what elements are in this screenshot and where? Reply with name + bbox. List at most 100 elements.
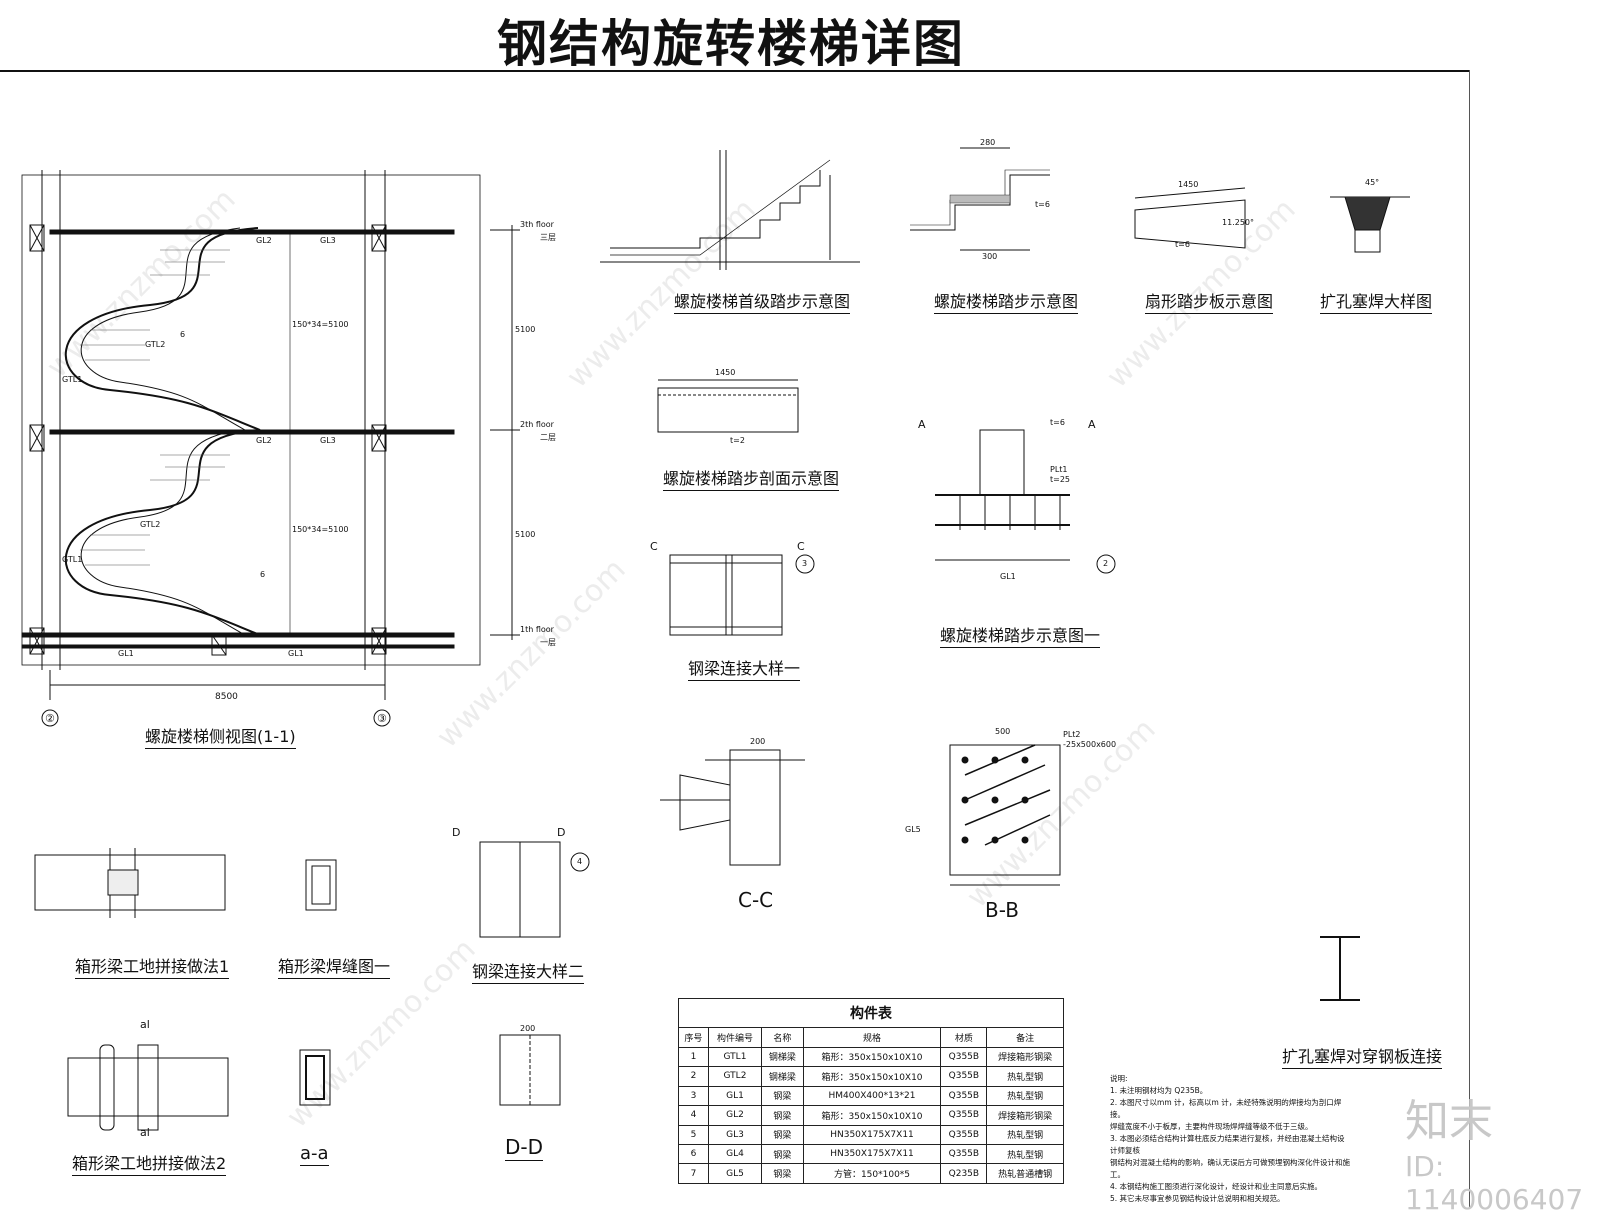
note-line: 4. 本钢结构施工图须进行深化设计，经设计和业主同意后实施。	[1110, 1182, 1323, 1191]
header-cell: 规格	[802, 1027, 942, 1048]
weld-angle: 45°	[1365, 178, 1380, 187]
table-cell: GL5	[707, 1163, 763, 1184]
table-cell: 1	[678, 1046, 709, 1068]
general-notes: 说明: 1. 未注明钢材均为 Q235B。 2. 本图尺寸以mm 计，标高以m …	[1110, 1073, 1350, 1205]
fan-angle-dim: 11.250°	[1222, 218, 1254, 227]
weld-size-label: 6	[180, 330, 186, 339]
table-cell: 热轧型钢	[986, 1085, 1064, 1107]
floor-cn-1: 一层	[540, 638, 556, 647]
detail-circle-4: 4	[577, 857, 583, 866]
note-line: 钢结构对混凝土结构的影响，确认无误后方可做预埋钢构深化件设计和施工。	[1110, 1158, 1350, 1179]
caption-step: 螺旋楼梯踏步示意图	[934, 288, 1079, 314]
beam-label-gl3: GL3	[320, 436, 336, 445]
bb-beam-label: GL5	[905, 825, 921, 834]
floor-cn-2: 二层	[540, 433, 556, 442]
table-cell: 钢梁	[761, 1085, 804, 1107]
table-cell: 焊接箱形钢梁	[986, 1046, 1064, 1068]
section-mark-c: C	[650, 540, 658, 553]
table-cell: Q355B	[940, 1066, 988, 1087]
floor-label-1: 1th floor	[520, 625, 554, 634]
table-cell: 箱形：350x150x10X10	[802, 1046, 942, 1068]
frame-border-right	[1469, 70, 1470, 1209]
beam-label-gtl2: GTL2	[145, 340, 166, 349]
table-cell: Q235B	[940, 1163, 988, 1184]
section-thickness: t=2	[730, 436, 745, 445]
header-cell: 序号	[678, 1027, 709, 1048]
title-bar: 钢结构旋转楼梯详图	[0, 0, 1470, 73]
parts-table-title: 构件表	[678, 997, 1064, 1029]
table-cell: 箱形：350x150x10X10	[802, 1105, 942, 1126]
table-cell: GL2	[707, 1105, 763, 1126]
axis-right-label: ③	[377, 712, 387, 725]
bb-top-dim: 500	[995, 727, 1011, 736]
table-cell: HN350X175X7X11	[802, 1144, 942, 1165]
section-mark-d: D	[557, 826, 566, 839]
caption-beam-conn2: 钢梁连接大样二	[472, 958, 585, 984]
section-mark-a: A	[1088, 418, 1096, 431]
floor-label-2: 2th floor	[520, 420, 554, 429]
span-dimension: 8500	[215, 692, 238, 702]
table-cell: HN350X175X7X11	[802, 1124, 942, 1146]
caption-plug-plate: 扩孔塞焊对穿钢板连接	[1282, 1043, 1443, 1069]
plate-t25: t=25	[1050, 475, 1071, 484]
floor-cn-3: 三层	[540, 233, 556, 242]
caption-box-splice2: 箱形梁工地拼接做法2	[72, 1150, 227, 1176]
header-cell: 备注	[986, 1027, 1064, 1048]
table-cell: 钢梯梁	[761, 1046, 804, 1068]
step-tread-dim: 300	[982, 252, 998, 261]
beam-label-gl3: GL3	[320, 236, 336, 245]
table-cell: 3	[678, 1085, 709, 1107]
step-width-dim: 280	[980, 138, 996, 147]
bb-plate-size: -25x500x600	[1063, 740, 1117, 749]
table-cell: 箱形：350x150x10X10	[802, 1066, 942, 1087]
note-line: 焊缝宽度不小于板厚，主要构件现场焊焊缝等级不低于三级。	[1110, 1122, 1313, 1131]
caption-plug-weld: 扩孔塞焊大样图	[1320, 288, 1433, 314]
table-cell: Q355B	[940, 1144, 988, 1165]
table-cell: 钢梁	[761, 1124, 804, 1146]
section-mark-c: C	[797, 540, 805, 553]
detail-circle-2: 2	[1103, 559, 1109, 568]
table-cell: 方管：150*100*5	[802, 1163, 942, 1184]
table-cell: 焊接箱形钢梁	[986, 1105, 1064, 1126]
caption-fan-plate: 扇形踏步板示意图	[1145, 288, 1274, 314]
table-cell: 4	[678, 1105, 709, 1126]
beam-label-gtl1: GTL1	[62, 555, 83, 564]
floor-label-3: 3th floor	[520, 220, 554, 229]
weld-size-label: 6	[260, 570, 266, 579]
parts-table-header: 序号 构件编号 名称 规格 材质 备注	[678, 1027, 1064, 1048]
section-length-dim: 1450	[715, 368, 736, 377]
cc-dim: 200	[750, 737, 766, 746]
table-cell: 钢梁	[761, 1105, 804, 1126]
section-mark-al: al	[140, 1018, 150, 1031]
caption-step1: 螺旋楼梯踏步示意图一	[940, 622, 1101, 648]
table-cell: 钢梯梁	[761, 1066, 804, 1087]
beam-label-gl2: GL2	[256, 236, 272, 245]
table-cell: 2	[678, 1066, 709, 1087]
caption-beam-conn1: 钢梁连接大样一	[688, 655, 801, 681]
drawing-title: 钢结构旋转楼梯详图	[497, 15, 965, 73]
riser-note: 150*34=5100	[292, 525, 349, 534]
step1-beam-label: GL1	[1000, 572, 1016, 581]
height-lower: 5100	[515, 530, 536, 539]
caption-cc: C-C	[738, 888, 774, 912]
table-cell: 6	[678, 1144, 709, 1165]
header-cell: 构件编号	[707, 1027, 763, 1048]
table-cell: GTL2	[707, 1066, 763, 1087]
table-cell: 5	[678, 1124, 709, 1146]
section-mark-d: D	[452, 826, 461, 839]
caption-box-weld1: 箱形梁焊缝图一	[278, 953, 391, 979]
table-cell: 热轧型钢	[986, 1124, 1064, 1146]
brand-watermark-logo: 知末	[1405, 1096, 1493, 1147]
step-thickness: t=6	[1035, 200, 1050, 209]
header-cell: 名称	[761, 1027, 804, 1048]
caption-box-splice1: 箱形梁工地拼接做法1	[75, 953, 230, 979]
riser-note: 150*34=5100	[292, 320, 349, 329]
table-cell: 热轧型钢	[986, 1144, 1064, 1165]
caption-bb: B-B	[985, 898, 1019, 922]
table-cell: 热轧型钢	[986, 1066, 1064, 1087]
